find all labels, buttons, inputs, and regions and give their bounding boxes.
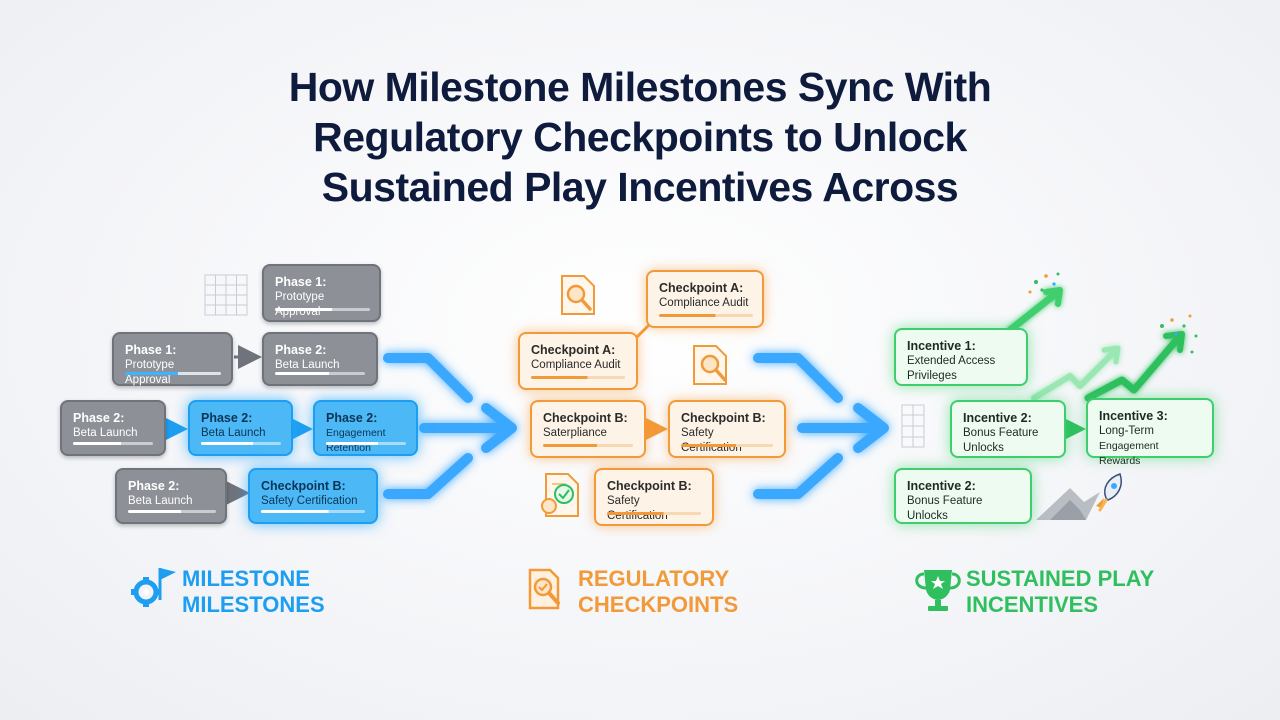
checkpoint-sub: Saterpliance — [543, 427, 607, 439]
checkpoint-sub: Compliance Audit — [659, 297, 749, 309]
milestone-box-phase2-b[interactable]: Phase 2: Beta Launch — [60, 400, 166, 456]
approval-document-icon — [541, 473, 579, 517]
incentive-box-2-bottom[interactable]: Incentive 2: Bonus Feature Unlocks — [894, 468, 1032, 524]
milestone-box-phase2-a[interactable]: Phase 2: Beta Launch — [262, 332, 378, 386]
checkpoint-box-b-bottom[interactable]: Checkpoint B: Safety Certification — [594, 468, 714, 526]
checkpoints-label-line-1: REGULATORY — [578, 566, 730, 591]
incentives-label-line-1: SUSTAINED PLAY — [966, 566, 1155, 591]
checkpoint-heading: Checkpoint B: — [543, 411, 628, 425]
progress-bar — [543, 444, 633, 447]
growth-arrow-icon — [1006, 287, 1185, 402]
incentive-heading: Incentive 3: — [1099, 409, 1168, 423]
milestone-sub: Safety Certification — [261, 495, 358, 507]
checkpoint-sub: Compliance Audit — [531, 359, 621, 371]
milestone-box-phase2-c[interactable]: Phase 2: Beta Launch — [188, 400, 293, 456]
milestones-label-line-1: MILESTONE — [182, 566, 310, 591]
incentive-heading: Incentive 1: — [907, 339, 976, 353]
milestone-sub: Beta Launch — [73, 427, 138, 439]
progress-bar — [261, 510, 365, 513]
confetti-icon — [1028, 272, 1198, 354]
milestone-heading: Phase 2: — [128, 479, 180, 493]
progress-bar — [275, 308, 370, 311]
checkpoint-heading: Checkpoint B: — [681, 411, 766, 425]
milestone-sub: Beta Launch — [275, 359, 340, 371]
progress-bar — [607, 512, 701, 515]
checkpoint-box-b-right[interactable]: Checkpoint B: Safety Certification — [668, 400, 786, 458]
checkpoint-sub: Safety Certification — [681, 427, 742, 454]
title-line-1: How Milestone Milestones Sync With — [288, 64, 992, 110]
grid-icon — [204, 274, 248, 316]
incentive-sub: Bonus Feature — [963, 427, 1039, 439]
milestone-sub: Prototype Approval — [275, 291, 325, 318]
milestone-heading: Phase 1: — [275, 275, 327, 289]
checkpoint-heading: Checkpoint B: — [607, 479, 692, 493]
progress-bar — [531, 376, 625, 379]
milestone-sub: Beta Launch — [128, 495, 193, 507]
incentive-sub: Long-Term — [1099, 425, 1154, 437]
progress-bar — [275, 372, 365, 375]
incentives-label-line-2: INCENTIVES — [966, 592, 1099, 617]
checkpoint-box-a-top[interactable]: Checkpoint A: Compliance Audit — [646, 270, 764, 328]
page-title: How Milestone Milestones Sync With Regul… — [140, 62, 1140, 212]
checkpoint-heading: Checkpoint A: — [531, 343, 616, 357]
incentive-box-3[interactable]: Incentive 3: Long-Term Engagement Reward… — [1086, 398, 1214, 467]
progress-bar — [659, 314, 753, 317]
progress-bar — [681, 444, 773, 447]
incentive-sub: Bonus Feature Unlocks — [907, 495, 983, 522]
checkpoints-category-label: REGULATORY CHECKPOINTS — [578, 566, 738, 618]
trophy-icon — [915, 570, 961, 611]
milestone-heading: Checkpoint B: — [261, 479, 346, 493]
title-line-3: Sustained Play Incentives Across — [321, 164, 959, 210]
checkpoint-box-a[interactable]: Checkpoint A: Compliance Audit — [518, 332, 638, 390]
milestones-label-line-2: MILESTONES — [182, 592, 325, 617]
milestone-box-phase2-e[interactable]: Phase 2: Beta Launch — [115, 468, 227, 524]
milestone-sub: Engagement Retention — [326, 427, 386, 454]
progress-bar — [73, 442, 153, 445]
milestone-sub: Prototype Approval — [125, 359, 175, 386]
rocket-icon — [1036, 473, 1122, 520]
milestone-heading: Phase 2: — [73, 411, 125, 425]
document-magnifier-icon — [561, 275, 595, 315]
progress-bar — [125, 372, 221, 375]
milestones-category-label: MILESTONE MILESTONES — [182, 566, 325, 618]
progress-bar — [201, 442, 281, 445]
milestone-box-phase1[interactable]: Phase 1: Prototype Approval — [112, 332, 233, 386]
checkpoints-label-line-2: CHECKPOINTS — [578, 592, 739, 617]
milestone-sub: Beta Launch — [201, 427, 266, 439]
title-line-2: Regulatory Checkpoints to Unlock — [313, 114, 967, 160]
milestone-heading: Phase 2: — [201, 411, 253, 425]
document-magnifier-icon — [528, 568, 560, 610]
grid-icon — [901, 404, 925, 448]
incentive-heading: Incentive 2: — [963, 411, 1032, 425]
milestone-box-checkpoint-b[interactable]: Checkpoint B: Safety Certification — [248, 468, 378, 524]
incentive-sub: Privileges — [907, 370, 957, 382]
incentives-category-label: SUSTAINED PLAY INCENTIVES — [966, 566, 1154, 618]
flow-arrow-icon — [383, 353, 517, 499]
incentive-heading: Incentive 2: — [907, 479, 976, 493]
flow-arrow-icon — [753, 353, 889, 499]
progress-bar — [326, 442, 406, 445]
milestone-heading: Phase 1: — [125, 343, 177, 357]
checkpoint-sub: Safety Certification — [607, 495, 668, 522]
milestone-box-phase2-d[interactable]: Phase 2: Engagement Retention — [313, 400, 418, 456]
progress-bar — [128, 510, 216, 513]
incentive-sub: Unlocks — [963, 442, 1004, 454]
milestone-heading: Phase 2: — [326, 411, 378, 425]
incentive-box-1[interactable]: Incentive 1: Extended Access Privileges — [894, 328, 1028, 386]
gear-flag-icon — [131, 568, 176, 607]
incentive-sub: Engagement Rewards — [1099, 440, 1159, 467]
incentive-box-2[interactable]: Incentive 2: Bonus Feature Unlocks — [950, 400, 1066, 458]
document-magnifier-icon — [693, 345, 727, 385]
milestone-box-phase1-top[interactable]: Phase 1: Prototype Approval — [262, 264, 381, 322]
incentive-sub: Extended Access — [907, 355, 996, 367]
checkpoint-heading: Checkpoint A: — [659, 281, 744, 295]
checkpoint-box-b-left[interactable]: Checkpoint B: Saterpliance — [530, 400, 646, 458]
milestone-heading: Phase 2: — [275, 343, 327, 357]
